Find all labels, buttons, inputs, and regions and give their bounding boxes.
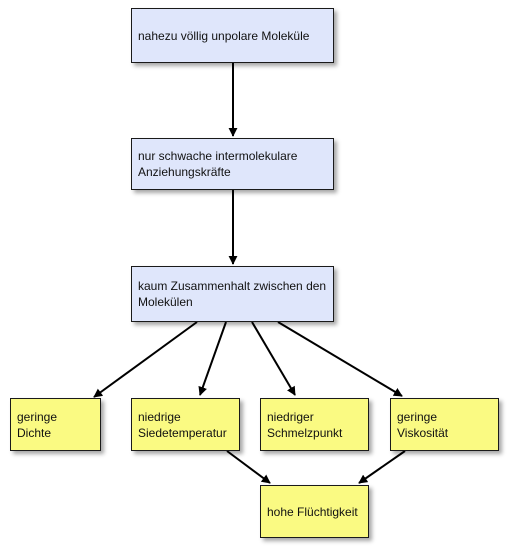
arrow-zusammenhalt-to-viskositaet (277, 321, 403, 397)
node-anziehungskraefte: nur schwache intermolekulare Anziehungsk… (131, 138, 334, 190)
node-zusammenhalt-line1: kaum Zusammenhalt zwischen den (138, 279, 327, 293)
node-fluechtigkeit-line1: hohe Flüchtigkeit (267, 504, 358, 519)
node-zusammenhalt: kaum Zusammenhalt zwischen den Molekülen (131, 266, 334, 322)
node-geringe-dichte: geringe Dichte (10, 398, 101, 451)
node-siedetemperatur-line2: Siedetemperatur (138, 425, 227, 440)
node-schmelzpunkt-line2: Schmelzpunkt (267, 425, 343, 440)
node-unpolare-molekuele-line1: nahezu völlig unpolare Moleküle (138, 28, 310, 43)
node-fluechtigkeit: hohe Flüchtigkeit (260, 485, 369, 538)
node-unpolare-molekuele: nahezu völlig unpolare Moleküle (131, 8, 334, 63)
arrow-zusammenhalt-to-siede (198, 321, 227, 396)
node-viskositaet: geringe Viskosität (390, 398, 499, 451)
node-siedetemperatur: niedrige Siedetemperatur (131, 398, 240, 451)
node-viskositaet-line2: Viskosität (397, 425, 449, 440)
node-siedetemperatur-line1: niedrige (138, 409, 181, 424)
node-schmelzpunkt: niedriger Schmelzpunkt (260, 398, 369, 451)
arrow-siede-to-fluechtigkeit (226, 450, 271, 484)
arrow-zusammenhalt-to-schmelz (251, 321, 296, 396)
node-schmelzpunkt-line1: niedriger (267, 409, 314, 424)
node-zusammenhalt-line2: Molekülen (138, 295, 193, 309)
node-anziehungskraefte-line2: Anziehungskräfte (138, 165, 231, 179)
node-anziehungskraefte-line1: nur schwache intermolekulare (138, 149, 298, 163)
node-viskositaet-line1: geringe (397, 409, 438, 424)
node-geringe-dichte-line1: geringe Dichte (17, 409, 58, 440)
arrow-zusammenhalt-to-dichte (93, 321, 198, 398)
arrow-viskositaet-to-fluechtigkeit (358, 450, 406, 484)
